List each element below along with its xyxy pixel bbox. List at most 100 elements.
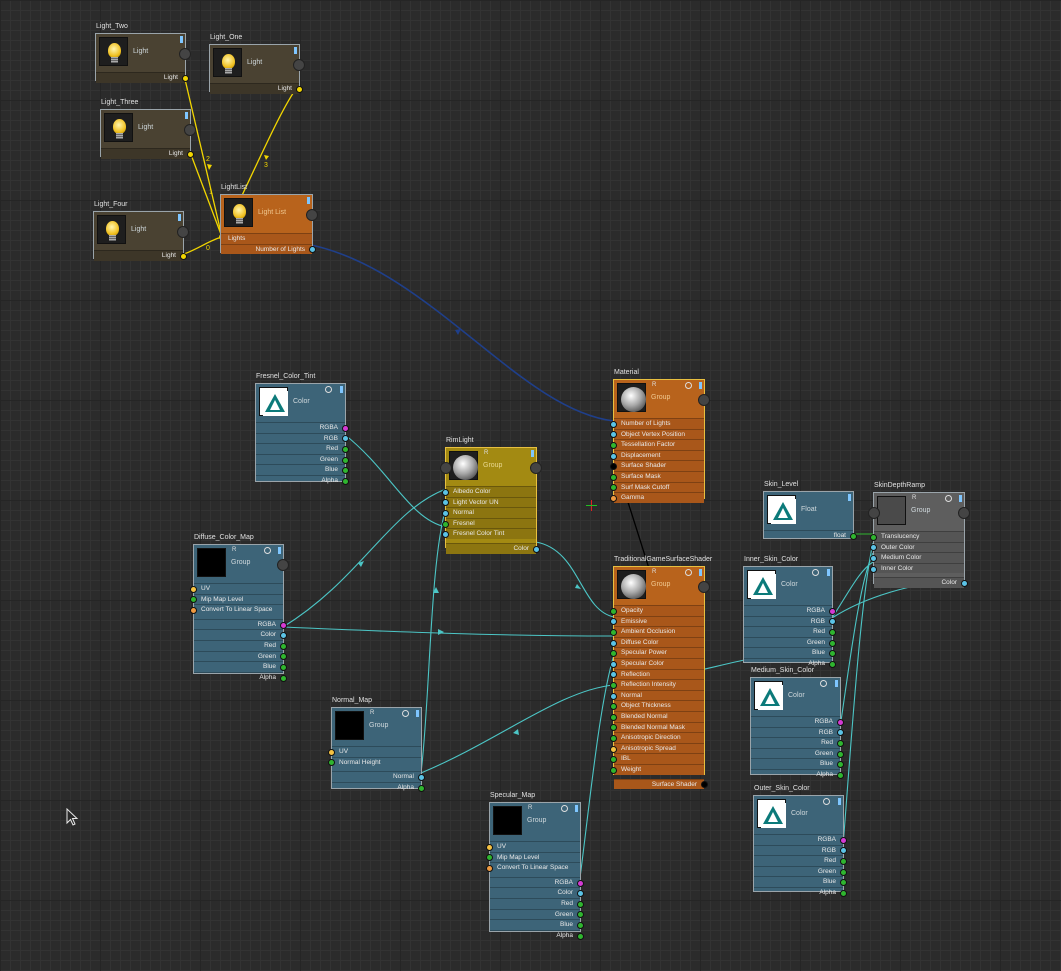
port-reflection-in[interactable] — [610, 671, 617, 679]
settings-icon[interactable] — [402, 710, 409, 717]
port-fresnel-tint-in[interactable] — [442, 531, 449, 539]
node-diffuse-color-map[interactable]: Diffuse_Color_Map R Group UV Mip Map Lev… — [190, 534, 289, 682]
port-color-out[interactable] — [577, 890, 584, 898]
port-green-out[interactable] — [837, 750, 844, 758]
node-output-handle[interactable] — [530, 462, 542, 474]
port-red-out[interactable] — [280, 642, 287, 650]
settings-icon[interactable] — [820, 680, 827, 687]
port-normal-in[interactable] — [442, 509, 449, 517]
port-weight-in[interactable] — [610, 766, 617, 774]
port-blended-normal-mask-in[interactable] — [610, 724, 617, 732]
port-anisotropic-direction-in[interactable] — [610, 734, 617, 742]
port-medium-color-in[interactable] — [870, 554, 877, 562]
port-alpha-out[interactable] — [840, 889, 847, 897]
node-output-handle[interactable] — [277, 559, 289, 571]
wire-specmap-to-tgss[interactable] — [579, 654, 615, 879]
port-anisotropic-spread-in[interactable] — [610, 745, 617, 753]
port-alpha-out[interactable] — [418, 784, 425, 792]
port-inner-color-in[interactable] — [870, 565, 877, 573]
port-red-out[interactable] — [837, 739, 844, 747]
info-icon[interactable] — [827, 569, 830, 576]
port-rgba-out[interactable] — [829, 607, 836, 615]
port-normal-height-in[interactable] — [328, 759, 335, 767]
port-blue-out[interactable] — [342, 467, 349, 475]
port-translucency-in[interactable] — [870, 533, 877, 541]
node-lightlist[interactable]: LightList Light List Lights Number of Li… — [220, 184, 318, 255]
info-icon[interactable] — [699, 382, 702, 389]
port-blue-out[interactable] — [840, 879, 847, 887]
port-color-out[interactable] — [961, 580, 968, 588]
node-output-handle[interactable] — [698, 394, 710, 406]
node-fresnel-color-tint[interactable]: Fresnel_Color_Tint Color RGBA RGB Red Gr… — [255, 373, 349, 485]
node-skin-level[interactable]: Skin_Level Float float — [763, 481, 857, 540]
node-output-handle[interactable] — [698, 581, 710, 593]
node-inner-skin-color[interactable]: Inner_Skin_Color Color RGBA RGB Red Gree… — [743, 556, 836, 668]
port-alpha-out[interactable] — [280, 674, 287, 682]
info-icon[interactable] — [835, 680, 838, 687]
port-uv-in[interactable] — [328, 748, 335, 756]
port-rgba-out[interactable] — [342, 424, 349, 432]
port-red-out[interactable] — [829, 628, 836, 636]
port-green-out[interactable] — [342, 456, 349, 464]
node-input-handle[interactable] — [440, 462, 452, 474]
port-tessellation-in[interactable] — [610, 441, 617, 449]
port-displacement-in[interactable] — [610, 452, 617, 460]
port-rgba-out[interactable] — [837, 718, 844, 726]
wire-diffuse-color-to-tgss[interactable] — [282, 626, 615, 637]
port-blue-out[interactable] — [837, 761, 844, 769]
port-light-out[interactable] — [182, 74, 189, 82]
wire-fresnel-rgb-to-rimlight[interactable] — [343, 433, 447, 528]
port-light-vector-in[interactable] — [442, 499, 449, 507]
info-icon[interactable] — [531, 450, 534, 457]
info-icon[interactable] — [278, 547, 281, 554]
port-specular-power-in[interactable] — [610, 650, 617, 658]
port-normal-in[interactable] — [610, 692, 617, 700]
node-output-handle[interactable] — [177, 226, 189, 238]
port-blue-out[interactable] — [577, 921, 584, 929]
settings-icon[interactable] — [823, 798, 830, 805]
port-rgb-out[interactable] — [829, 618, 836, 626]
node-input-handle[interactable] — [868, 507, 880, 519]
node-medium-skin-color[interactable]: Medium_Skin_Color Color RGBA RGB Red Gre… — [750, 667, 844, 779]
port-opacity-in[interactable] — [610, 607, 617, 615]
wire-light-four-to-lightlist[interactable] — [183, 236, 223, 255]
node-material[interactable]: Material R Group Number of Lights Object… — [610, 369, 710, 503]
port-rgb-out[interactable] — [840, 847, 847, 855]
port-linear-in[interactable] — [190, 606, 197, 614]
port-number-of-lights-in[interactable] — [610, 420, 617, 428]
port-blue-out[interactable] — [829, 650, 836, 658]
port-mip-in[interactable] — [190, 596, 197, 604]
port-object-thickness-in[interactable] — [610, 703, 617, 711]
port-outer-color-in[interactable] — [870, 544, 877, 552]
port-red-out[interactable] — [840, 857, 847, 865]
port-blue-out[interactable] — [280, 663, 287, 671]
node-rimlight[interactable]: RimLight R Group Albedo Color Light Vect… — [440, 437, 542, 554]
port-uv-in[interactable] — [190, 585, 197, 593]
node-output-handle[interactable] — [306, 209, 318, 221]
port-blended-normal-in[interactable] — [610, 713, 617, 721]
port-specular-color-in[interactable] — [610, 660, 617, 668]
port-mip-in[interactable] — [486, 854, 493, 862]
port-alpha-out[interactable] — [837, 771, 844, 779]
port-green-out[interactable] — [840, 868, 847, 876]
port-light-out[interactable] — [296, 85, 303, 93]
node-output-handle[interactable] — [958, 507, 970, 519]
port-surface-mask-in[interactable] — [610, 473, 617, 481]
info-icon[interactable] — [699, 569, 702, 576]
port-red-out[interactable] — [577, 900, 584, 908]
info-icon[interactable] — [340, 386, 343, 393]
node-output-handle[interactable] — [184, 124, 196, 136]
node-normal-map[interactable]: Normal_Map R Group UV Normal Height Norm… — [328, 697, 425, 792]
settings-icon[interactable] — [945, 495, 952, 502]
wire-light-two-to-lightlist[interactable] — [183, 74, 223, 238]
port-diffuse-color-in[interactable] — [610, 639, 617, 647]
node-light-one[interactable]: Light_One Light Light — [209, 34, 305, 94]
port-uv-in[interactable] — [486, 843, 493, 851]
port-object-vertex-position-in[interactable] — [610, 431, 617, 439]
node-skin-depth-ramp[interactable]: SkinDepthRamp R Group Translucency Outer… — [868, 482, 970, 588]
settings-icon[interactable] — [685, 569, 692, 576]
port-green-out[interactable] — [280, 653, 287, 661]
info-icon[interactable] — [178, 214, 181, 221]
wire-normalmap-to-rimlight[interactable] — [420, 507, 447, 774]
port-number-of-lights-out[interactable] — [309, 246, 316, 254]
